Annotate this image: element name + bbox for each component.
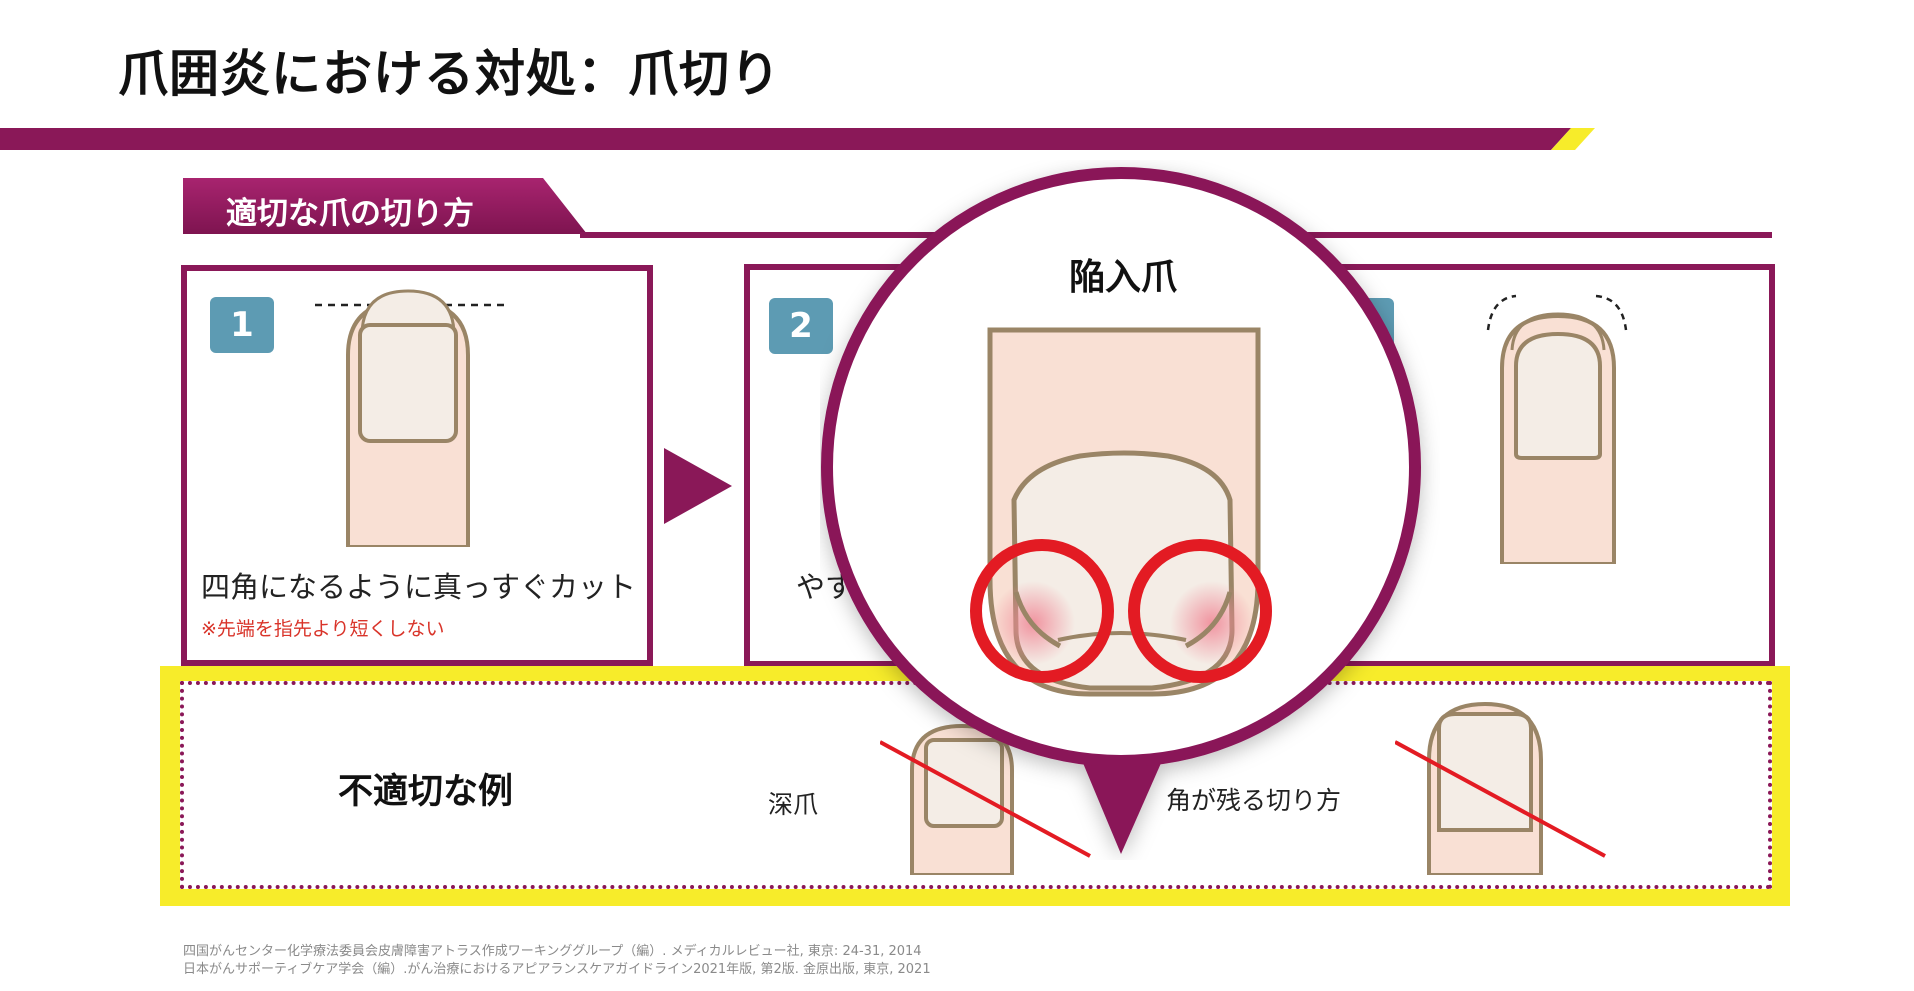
highlight-circle-right xyxy=(1128,539,1272,683)
section-tab-label: 適切な爪の切り方 xyxy=(226,196,474,232)
step1-warning-note: ※先端を指先より短くしない xyxy=(201,618,445,640)
magnifier-title: 陥入爪 xyxy=(1068,257,1177,298)
finger-rounded-corners-illustration xyxy=(1486,294,1628,564)
finger-straight-cut-illustration xyxy=(315,289,510,547)
ingrown-nail-magnifier xyxy=(821,167,1421,854)
highlight-circle-left xyxy=(970,539,1114,683)
step-number-badge-2: 2 xyxy=(769,298,833,354)
finger-deep-cut-illustration xyxy=(880,723,1091,875)
page-title: 爪囲炎における対処：爪切り xyxy=(118,45,781,103)
bad-example-label-corner-left: 角が残る切り方 xyxy=(1166,786,1342,815)
next-arrow-icon xyxy=(664,448,732,524)
reference-1: 四国がんセンター化学療法委員会皮膚障害アトラス作成ワーキンググループ（編）. メ… xyxy=(183,944,922,959)
finger-corners-left-illustration xyxy=(1395,701,1606,875)
bad-examples-title: 不適切な例 xyxy=(338,772,514,812)
step1-description: 四角になるように真っすぐカット xyxy=(201,570,637,604)
reference-2: 日本がんサポーティブケア学会（編）.がん治療におけるアピアランスケアガイドライン… xyxy=(183,962,931,977)
step-number-badge-1: 1 xyxy=(210,297,274,353)
title-divider-bar xyxy=(0,128,1595,150)
section-tab xyxy=(183,178,587,234)
bad-example-label-deep-cut: 深爪 xyxy=(768,790,819,819)
